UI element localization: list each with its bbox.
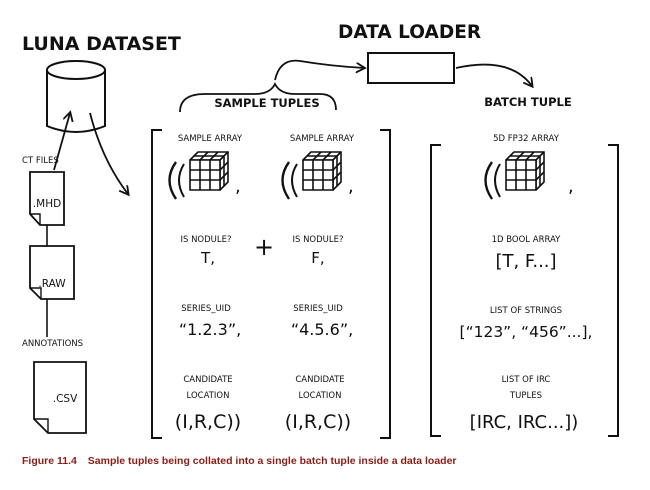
batch-tuple: 5D FP32 ARRAY , 1D BOOL ARRAY [T, F...] … bbox=[460, 134, 593, 433]
ct-files-label: CT FILES bbox=[22, 156, 59, 166]
batch-tuple-left-bracket bbox=[430, 144, 441, 437]
batch-irc-value: [IRC, IRC...]) bbox=[470, 412, 579, 433]
batch-irc-label-2: TUPLES bbox=[509, 391, 542, 401]
loader-title: DATA LOADER bbox=[338, 22, 481, 43]
mhd-file-label: .MHD bbox=[33, 198, 61, 210]
raw-file-label: .RAW bbox=[38, 278, 66, 290]
sample-2-nodule-label: IS NODULE? bbox=[292, 235, 343, 245]
batch-irc-label-1: LIST OF IRC bbox=[502, 375, 551, 385]
batch-strings-label: LIST OF STRINGS bbox=[490, 306, 562, 316]
sample-tuple-1: SAMPLE ARRAY , IS NODULE? T, SERIES_UID … bbox=[168, 134, 243, 433]
annotations-label: ANNOTATIONS bbox=[22, 339, 83, 349]
raw-file-icon bbox=[29, 245, 75, 300]
sample-1-open-paren bbox=[168, 161, 178, 200]
sample-1-series-label: SERIES_UID bbox=[181, 304, 231, 314]
sample-tuples-right-bracket bbox=[380, 129, 391, 439]
sample-2-comma: , bbox=[348, 176, 354, 197]
sample-2-candidate-label-1: CANDIDATE bbox=[295, 375, 344, 385]
sample-1-nodule-label: IS NODULE? bbox=[180, 235, 231, 245]
sample-tuples-left-bracket bbox=[151, 129, 162, 439]
dataset-title: LUNA DATASET bbox=[22, 33, 181, 55]
sample-1-candidate-value: (I,R,C)) bbox=[175, 411, 241, 433]
sample-2-candidate-label-2: LOCATION bbox=[299, 391, 342, 401]
sample-1-cube-icon bbox=[189, 151, 229, 191]
loader-to-batch-arrow bbox=[455, 63, 532, 86]
csv-file-label: .CSV bbox=[53, 393, 78, 405]
loader-box bbox=[367, 52, 455, 84]
csv-file-icon bbox=[33, 361, 87, 434]
plus-sign: + bbox=[254, 233, 274, 261]
batch-bool-value: [T, F...] bbox=[495, 251, 556, 272]
batch-cube-icon bbox=[505, 151, 545, 191]
figure-number: Figure 11.4 bbox=[22, 455, 77, 467]
mhd-file: .MHD bbox=[29, 171, 65, 226]
batch-comma: , bbox=[568, 176, 574, 197]
files-to-dataset-arrow bbox=[53, 113, 70, 171]
sample-2-series-label: SERIES_UID bbox=[293, 304, 343, 314]
sample-2-nodule-value: F, bbox=[311, 249, 324, 267]
sample-2-array-label: SAMPLE ARRAY bbox=[290, 134, 355, 144]
csv-file: .CSV bbox=[33, 361, 87, 434]
batch-bool-label: 1D BOOL ARRAY bbox=[492, 235, 562, 245]
sample-1-array-label: SAMPLE ARRAY bbox=[178, 134, 243, 144]
samples-to-loader-arrow bbox=[274, 59, 364, 81]
database-icon bbox=[46, 60, 106, 133]
sample-tuples-title: SAMPLE TUPLES bbox=[214, 96, 319, 110]
figure-caption: Figure 11.4 Sample tuples being collated… bbox=[22, 455, 457, 467]
raw-file: .RAW bbox=[29, 245, 75, 300]
figure-caption-text: Sample tuples being collated into a sing… bbox=[88, 455, 457, 467]
sample-2-open-paren bbox=[281, 161, 291, 200]
batch-tuple-right-bracket bbox=[608, 144, 619, 437]
sample-1-comma: , bbox=[235, 176, 241, 197]
sample-2-series-value: “4.5.6”, bbox=[291, 320, 353, 339]
batch-open-paren bbox=[484, 161, 494, 200]
batch-strings-value: [“123”, “456”...], bbox=[460, 323, 593, 341]
batch-array-label: 5D FP32 ARRAY bbox=[493, 134, 560, 144]
sample-tuples-brace bbox=[179, 81, 337, 113]
sample-1-candidate-label-2: LOCATION bbox=[187, 391, 230, 401]
sample-1-candidate-label-1: CANDIDATE bbox=[183, 375, 232, 385]
batch-tuple-title: BATCH TUPLE bbox=[484, 95, 572, 109]
sample-1-series-value: “1.2.3”, bbox=[179, 320, 241, 339]
sample-1-nodule-value: T, bbox=[200, 249, 215, 267]
sample-tuple-2: SAMPLE ARRAY , IS NODULE? F, SERIES_UID … bbox=[281, 134, 355, 433]
sample-2-candidate-value: (I,R,C)) bbox=[285, 411, 351, 433]
sample-2-cube-icon bbox=[302, 151, 342, 191]
mhd-file-icon bbox=[29, 171, 65, 226]
dataset-to-samples-arrow bbox=[89, 112, 128, 194]
